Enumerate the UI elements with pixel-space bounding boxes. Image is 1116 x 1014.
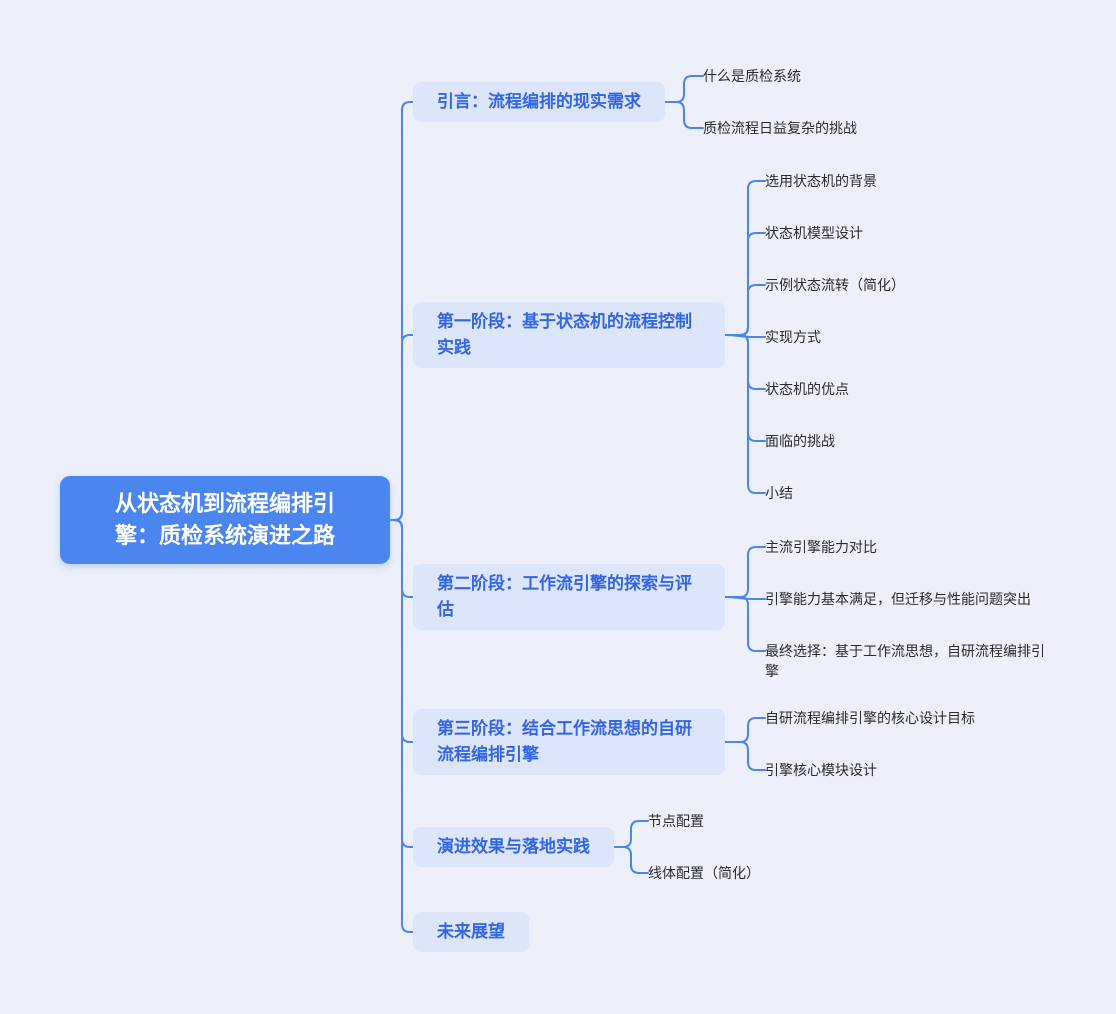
leaf-node[interactable]: 自研流程编排引擎的核心设计目标 — [765, 710, 975, 726]
branch-node-3[interactable]: 第二阶段：工作流引擎的探索与评估 — [413, 564, 725, 630]
leaf-node[interactable]: 状态机的优点 — [765, 381, 849, 397]
leaf-node[interactable]: 什么是质检系统 — [703, 68, 801, 84]
leaf-node[interactable]: 面临的挑战 — [765, 433, 835, 449]
leaf-node[interactable]: 线体配置（简化） — [648, 865, 760, 881]
root-node[interactable]: 从状态机到流程编排引擎：质检系统演进之路 — [60, 476, 390, 564]
branch-node-4[interactable]: 第三阶段：结合工作流思想的自研流程编排引擎 — [413, 709, 725, 775]
leaf-node[interactable]: 状态机模型设计 — [765, 225, 863, 241]
branch-node-5[interactable]: 演进效果与落地实践 — [413, 827, 614, 867]
leaf-node[interactable]: 选用状态机的背景 — [765, 173, 877, 189]
leaf-node[interactable]: 质检流程日益复杂的挑战 — [703, 120, 857, 136]
branch-node-2[interactable]: 第一阶段：基于状态机的流程控制实践 — [413, 302, 725, 368]
leaf-node[interactable]: 实现方式 — [765, 329, 821, 345]
leaf-node[interactable]: 示例状态流转（简化） — [765, 277, 905, 293]
leaf-node[interactable]: 引擎核心模块设计 — [765, 762, 877, 778]
leaf-node[interactable]: 主流引擎能力对比 — [765, 539, 877, 555]
branch-node-1[interactable]: 引言：流程编排的现实需求 — [413, 82, 665, 122]
leaf-node[interactable]: 引擎能力基本满足，但迁移与性能问题突出 — [765, 591, 1031, 607]
branch-node-6[interactable]: 未来展望 — [413, 912, 529, 952]
leaf-node[interactable]: 节点配置 — [648, 813, 704, 829]
leaf-node[interactable]: 最终选择：基于工作流思想，自研流程编排引擎 — [765, 643, 1045, 679]
leaf-node[interactable]: 小结 — [765, 485, 793, 501]
